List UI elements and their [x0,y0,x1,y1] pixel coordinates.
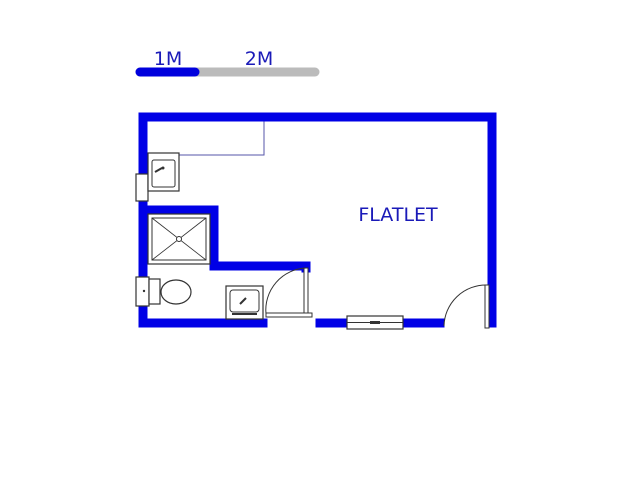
basin [225,285,264,320]
scale-label-2m: 2M [245,48,273,70]
scale-label-1m: 1M [154,48,182,70]
shower [147,213,211,265]
room-label: FLATLET [358,204,438,226]
bathroom-door [265,267,313,318]
scale-bar: 1M 2M [135,48,320,77]
window [346,315,404,330]
entry-door [443,284,490,329]
bathroom-partition-wall [138,205,311,273]
kitchen-sink [135,152,180,202]
outer-wall [138,112,497,328]
toilet [135,276,192,307]
counter-outline [147,120,265,156]
